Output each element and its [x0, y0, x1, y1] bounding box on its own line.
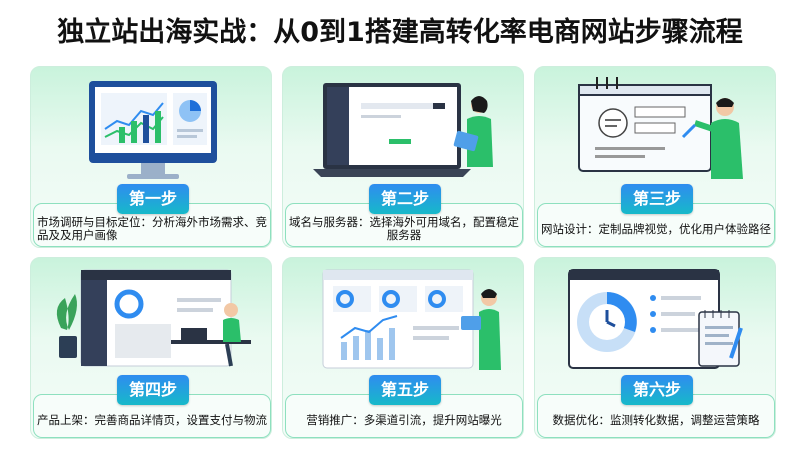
monitor-with-charts-icon: [89, 81, 217, 179]
step-card-3: 第三步 网站设计：定制品牌视觉，优化用户体验路径: [534, 66, 776, 248]
step-description: 域名与服务器：选择海外可用域名，配置稳定服务器: [285, 203, 523, 247]
step-badge: 第四步: [117, 375, 189, 405]
step-badge: 第五步: [369, 375, 441, 405]
analytics-clock-clipboard-icon: [568, 269, 743, 369]
step-badge: 第一步: [117, 184, 189, 214]
page-title: 独立站出海实战：从0到1搭建高转化率电商网站步骤流程: [57, 17, 743, 48]
laptop-dashboard-person-icon: [313, 83, 493, 177]
step-badge: 第二步: [369, 184, 441, 214]
step-card-4: 第四步 产品上架：完善商品详情页，设置支付与物流: [30, 257, 272, 439]
marketing-dashboard-person-icon: [322, 269, 501, 370]
step-card-5: 第五步 营销推广：多渠道引流，提升网站曝光: [282, 257, 524, 439]
step-badge: 第六步: [621, 375, 693, 405]
step-badge: 第三步: [621, 184, 693, 214]
product-page-desk-person-icon: [56, 269, 251, 367]
wireframe-board-person-icon: [578, 77, 743, 179]
step-card-6: 第六步 数据优化：监测转化数据，调整运营策略: [534, 257, 776, 439]
step-card-2: 第二步 域名与服务器：选择海外可用域名，配置稳定服务器: [282, 66, 524, 248]
step-card-1: 第一步 市场调研与目标定位：分析海外市场需求、竞品及及用户画像: [30, 66, 272, 248]
